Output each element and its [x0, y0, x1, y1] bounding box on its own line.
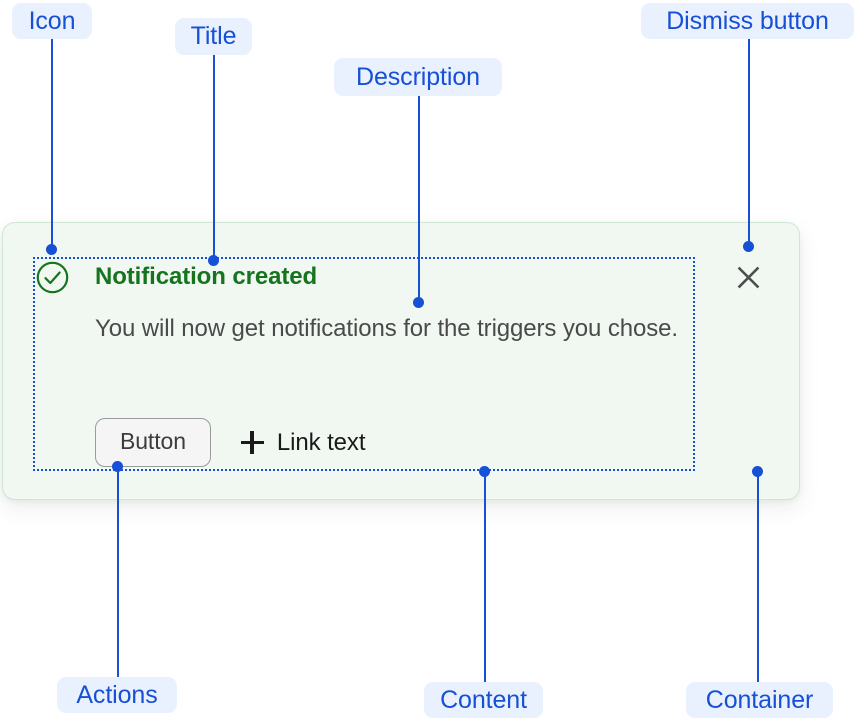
annotation-leader-line-content	[484, 476, 486, 682]
annotation-chip-container: Container	[686, 682, 833, 718]
plus-icon	[240, 431, 264, 454]
annotation-leader-line-icon	[51, 39, 53, 249]
annotation-dot-icon	[46, 244, 57, 255]
annotation-dot-description	[413, 297, 424, 308]
annotation-chip-description: Description	[334, 58, 502, 96]
annotation-leader-line-description	[418, 96, 420, 302]
annotation-dot-actions	[112, 461, 123, 472]
annotation-dot-dismiss-button	[743, 241, 754, 252]
annotation-dot-content	[479, 466, 490, 477]
annotation-chip-icon: Icon	[12, 3, 92, 39]
notification-description: You will now get notifications for the t…	[95, 315, 678, 342]
annotation-leader-line-container	[757, 476, 759, 682]
secondary-action-link[interactable]: Link text	[240, 428, 366, 456]
annotation-leader-line-dismiss-button	[748, 39, 750, 246]
secondary-action-link-label: Link text	[276, 428, 366, 456]
annotation-chip-title: Title	[175, 18, 252, 55]
annotation-dot-title	[208, 255, 219, 266]
primary-action-button[interactable]: Button	[95, 418, 211, 467]
annotation-chip-actions: Actions	[57, 677, 177, 713]
annotation-leader-line-actions	[117, 471, 119, 677]
annotation-chip-content: Content	[424, 682, 543, 718]
dismiss-button[interactable]	[733, 262, 764, 293]
check-circle-icon	[36, 261, 69, 294]
content-region-outline	[33, 257, 695, 471]
annotation-leader-line-title	[213, 55, 215, 260]
close-icon	[737, 266, 760, 289]
notification-actions: Button Link text	[95, 418, 365, 467]
notification-title: Notification created	[95, 263, 318, 290]
annotation-dot-container	[752, 466, 763, 477]
annotation-chip-dismiss-button: Dismiss button	[641, 3, 854, 39]
